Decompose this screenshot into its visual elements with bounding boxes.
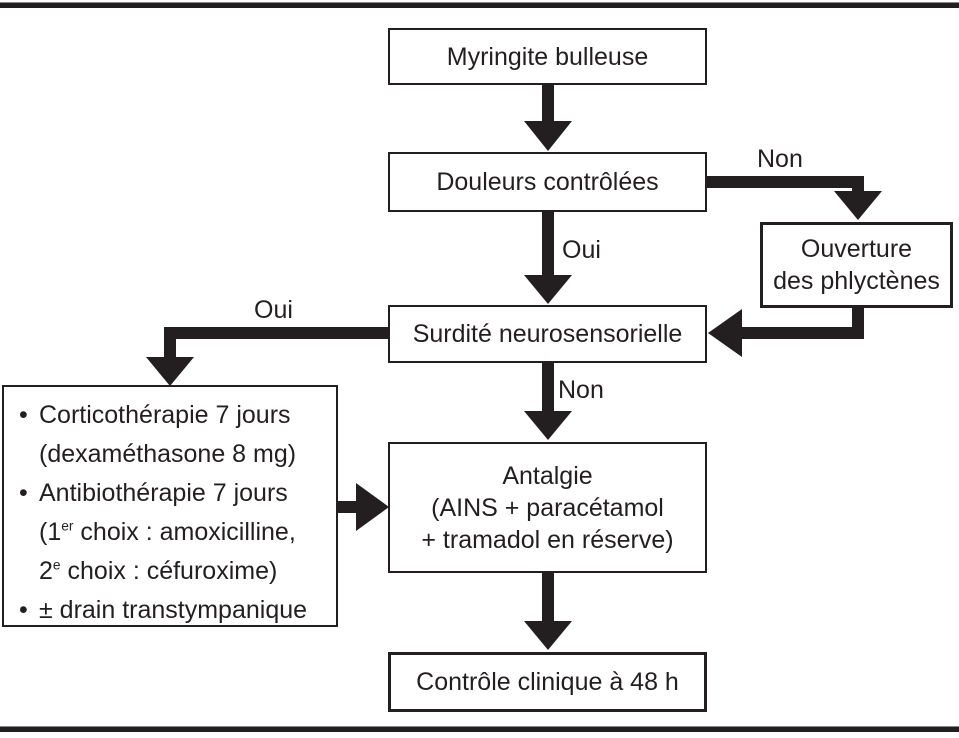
treatment-lines: •Corticothérapie 7 jours (dexaméthasone 8… [6, 396, 330, 630]
node-label-line: Ouverture [800, 235, 913, 263]
node-label-line: + tramadol en réserve) [421, 525, 674, 554]
arrow-antalgie-to-controle-icon [524, 573, 572, 650]
bullet-icon: • [19, 479, 28, 507]
arrow-douleurs-to-ouverture-icon [707, 176, 882, 220]
treatment-line: (1er choix : amoxicilline, [39, 518, 296, 546]
treatment-line: •± drain transtympanique [6, 591, 330, 630]
arrow-surdite-to-antalgie-icon [524, 363, 572, 440]
node-label-line: Antalgie [502, 461, 593, 490]
edge-label-non: Non [755, 145, 805, 173]
node-douleurs-controlees: Douleurs contrôlées [388, 152, 707, 212]
node-label-line: (AINS + paracétamol [431, 493, 664, 522]
treatment-line: 2e choix : céfuroxime) [39, 557, 278, 585]
arrow-surdite-to-treatment-icon [146, 327, 388, 386]
node-surdite-neurosensorielle: Surdité neurosensorielle [388, 305, 707, 363]
node-ouverture-phlyctenes: Ouverture des phlyctènes [760, 222, 953, 308]
treatment-line: (dexaméthasone 8 mg) [39, 440, 297, 468]
node-label: Contrôle clinique à 48 h [416, 668, 679, 696]
arrow-myringite-to-douleurs-icon [524, 83, 572, 151]
node-myringite-bulleuse: Myringite bulleuse [388, 28, 707, 85]
bottom-rule [0, 726, 959, 732]
node-label: Myringite bulleuse [446, 42, 649, 71]
edge-label-oui: Oui [560, 236, 603, 264]
bullet-icon: • [19, 401, 28, 429]
node-controle-clinique: Contrôle clinique à 48 h [388, 652, 707, 712]
treatment-line: •Antibiothérapie 7 jours [6, 474, 330, 513]
arrow-ouverture-to-surdite-icon [708, 308, 864, 357]
node-label: Surdité neurosensorielle [412, 320, 683, 348]
node-antalgie: Antalgie (AINS + paracétamol + tramadol … [388, 442, 707, 573]
node-treatment-plan: •Corticothérapie 7 jours (dexaméthasone 8… [2, 385, 338, 627]
arrow-treatment-to-antalgie-icon [338, 483, 389, 531]
arrow-douleurs-to-surdite-icon [524, 212, 572, 304]
node-label-line: des phlyctènes [773, 267, 940, 295]
edge-label-non: Non [556, 376, 606, 404]
top-rule [0, 2, 959, 8]
node-label: Douleurs contrôlées [436, 168, 659, 196]
bullet-icon: • [19, 596, 28, 624]
treatment-line: •Corticothérapie 7 jours [6, 396, 330, 435]
edge-label-oui: Oui [252, 296, 295, 324]
